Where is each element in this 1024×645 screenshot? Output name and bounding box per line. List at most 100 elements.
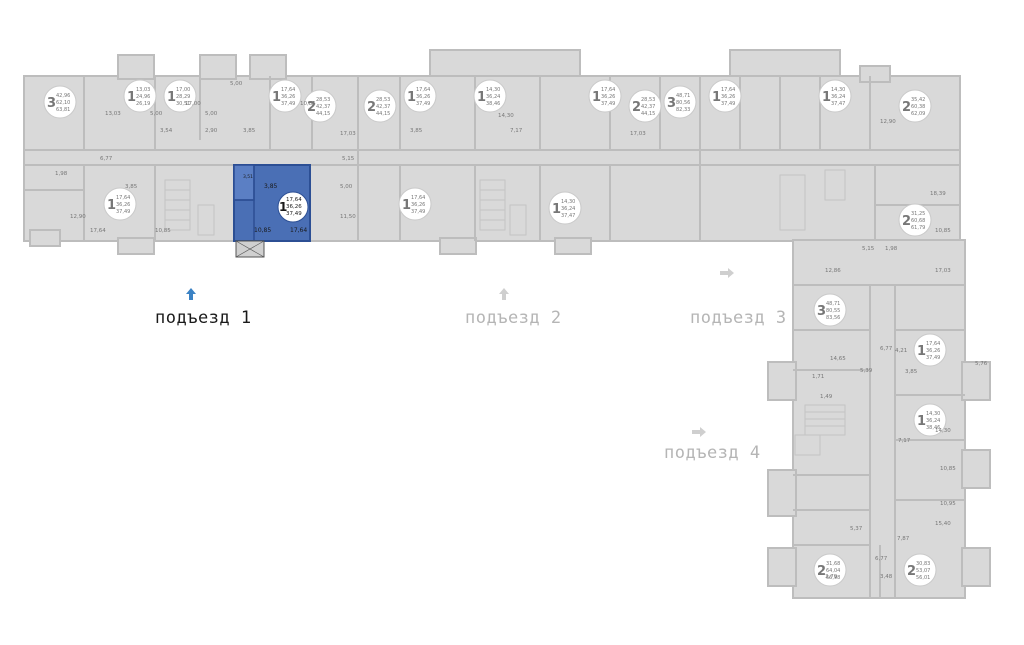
room-area-label: 2,90 <box>205 128 218 134</box>
room-area-label: 14,30 <box>498 113 514 119</box>
room-area-label: 7,87 <box>897 536 910 542</box>
apartment-rooms: 1 <box>592 90 601 105</box>
apartment-area: 30,51 <box>176 101 190 107</box>
apartment-area: 36,26 <box>721 94 735 100</box>
apartment-area: 37,49 <box>601 101 615 107</box>
apartment-area: 36,24 <box>561 206 575 212</box>
apartment-area: 17,64 <box>416 87 430 93</box>
room-area-label: 18,39 <box>930 191 946 197</box>
apartment-area: 36,24 <box>926 418 940 424</box>
apartment-rooms: 3 <box>667 96 676 111</box>
apartment-rooms: 3 <box>47 96 56 111</box>
apartment-area: 48,71 <box>676 93 690 99</box>
apartment-rooms: 1 <box>477 90 486 105</box>
apartment-area: 37,49 <box>116 209 130 215</box>
apartment-area: 60,38 <box>911 104 925 110</box>
entrance-4-link[interactable]: подъезд 4 <box>664 443 761 463</box>
apartment-area: 17,64 <box>601 87 615 93</box>
room-area-label: 6,77 <box>875 556 888 562</box>
room-area-label: 3,85 <box>125 184 138 190</box>
room-area-label: 1,49 <box>820 394 833 400</box>
apartment-rooms: 2 <box>907 564 916 579</box>
entrance-arrow-icon[interactable] <box>720 268 734 278</box>
room-area-label: 17,03 <box>630 131 646 137</box>
apartment-area: 44,15 <box>316 111 330 117</box>
apartment-rooms: 2 <box>632 100 641 115</box>
apartment-area: 80,55 <box>826 308 840 314</box>
apartment-area: 17,64 <box>411 195 425 201</box>
entrance-3-link[interactable]: подъезд 3 <box>690 308 787 328</box>
apartment-area: 35,42 <box>911 97 925 103</box>
apartment-area: 28,29 <box>176 94 190 100</box>
room-area-label: 4,21 <box>895 348 907 354</box>
apartment-area: 44,15 <box>376 111 390 117</box>
entrance-1-link[interactable]: подъезд 1 <box>155 308 252 328</box>
room-area-label: 17,03 <box>935 268 951 274</box>
room-area-label: 3,54 <box>160 128 173 134</box>
room-area-label: 3,85 <box>410 128 423 134</box>
room-area-label: 5,15 <box>862 246 875 252</box>
apartment-area: 42,37 <box>316 104 330 110</box>
apartment-area: 28,53 <box>316 97 330 103</box>
selected-apartment[interactable]: 1 17,64 36,26 37,49 3,85 10,85 17,64 3,5… <box>233 164 311 258</box>
entrance-arrow-icon[interactable] <box>499 288 509 300</box>
apartment-area: 44,15 <box>641 111 655 117</box>
room-area-label: 1,71 <box>812 374 824 380</box>
apartment-area: 36,26 <box>281 94 295 100</box>
apartment-rooms: 1 <box>107 198 116 213</box>
apartment-area: 38,46 <box>486 101 500 107</box>
room-area-label: 17,64 <box>90 228 106 234</box>
apartment-area: 37,47 <box>831 101 845 107</box>
entrance-arrow-icon[interactable] <box>692 427 706 437</box>
selected-room-area: 17,64 <box>290 227 307 234</box>
apartment-area: 36,26 <box>411 202 425 208</box>
selected-area-living: 17,64 <box>286 197 302 203</box>
apartment-area: 36,24 <box>486 94 500 100</box>
entrance-arrow-icon[interactable] <box>186 288 196 300</box>
apartment-area: 17,64 <box>721 87 735 93</box>
room-area-label: 10,85 <box>155 228 171 234</box>
apartment-area: 37,49 <box>416 101 430 107</box>
room-area-label: 5,76 <box>975 361 988 367</box>
apartment-rooms: 1 <box>272 90 281 105</box>
apartment-area: 17,00 <box>176 87 190 93</box>
room-area-label: 11,50 <box>340 214 356 220</box>
apartment-rooms: 1 <box>552 202 561 217</box>
selected-area-full: 37,49 <box>286 211 302 217</box>
apartment-area: 56,01 <box>916 575 930 581</box>
apartment-area: 37,49 <box>721 101 735 107</box>
selected-room-area: 3,51 <box>243 174 253 180</box>
apartment-area: 37,49 <box>926 355 940 361</box>
apartment-area: 37,49 <box>411 209 425 215</box>
selected-room-area: 10,85 <box>254 227 271 234</box>
apartment-area: 42,37 <box>376 104 390 110</box>
room-area-label: 7,17 <box>898 438 911 444</box>
room-area-label: 1,98 <box>55 171 68 177</box>
room-area-label: 3,85 <box>905 369 918 375</box>
room-area-label: 12,86 <box>825 268 841 274</box>
entrance-2-link[interactable]: подъезд 2 <box>465 308 562 328</box>
